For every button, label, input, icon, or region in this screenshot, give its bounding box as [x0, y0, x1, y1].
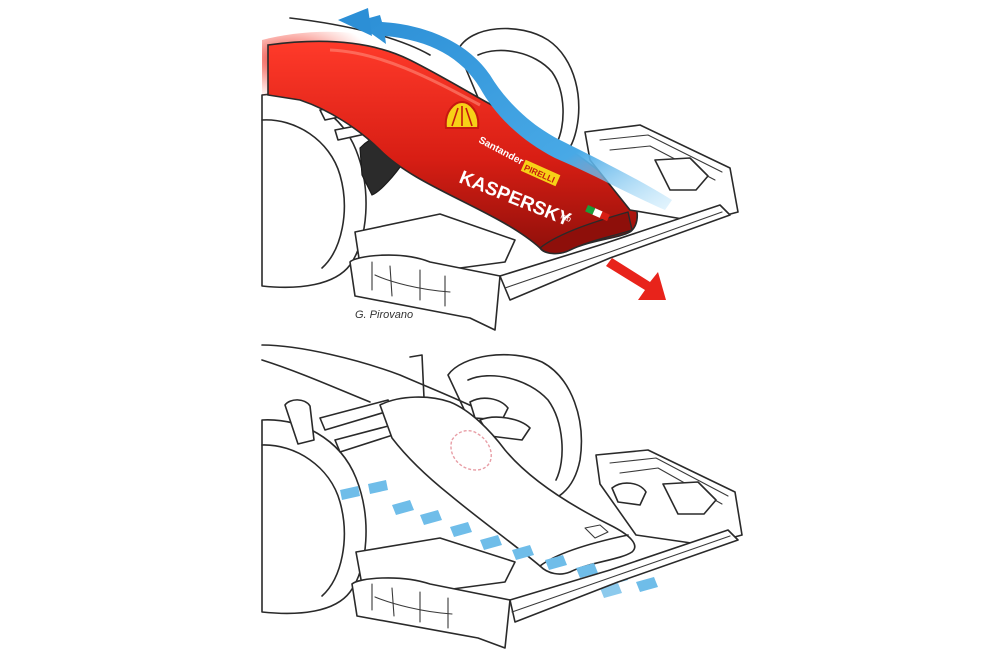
red-arrow-icon	[606, 258, 666, 300]
italian-flag-icon	[585, 205, 610, 222]
bottom-front-left-tyre	[261, 419, 367, 615]
top-illustration-raised-nose: KASPERSKY lab Santander PIRELLI	[261, 8, 739, 331]
shell-logo-icon	[444, 100, 480, 129]
bottom-antenna	[409, 354, 425, 399]
artist-credit: G. Pirovano	[355, 309, 413, 321]
bottom-illustration-low-nose	[261, 344, 743, 649]
bottom-front-wing	[351, 449, 743, 649]
top-airflow-arrow	[338, 8, 672, 210]
bottom-chassis-line	[261, 344, 481, 411]
sponsor-kaspersky-sub: lab	[559, 212, 573, 225]
top-front-wing	[349, 124, 739, 331]
top-red-nose	[267, 40, 639, 255]
